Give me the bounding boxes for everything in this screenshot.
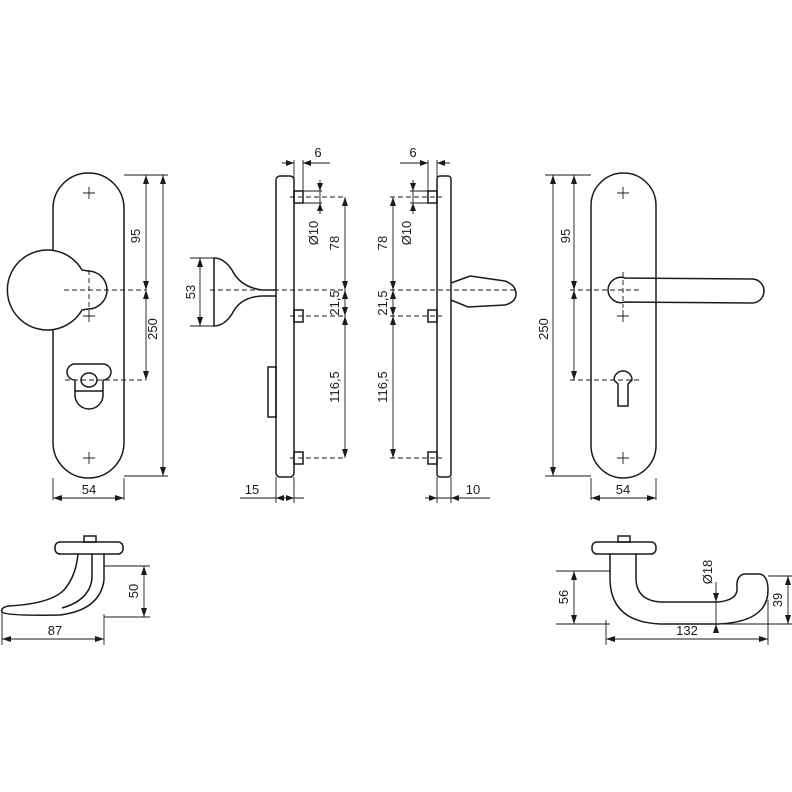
left-side-centerlines (210, 196, 345, 459)
lever-18-arrows (713, 593, 719, 633)
right-lever (607, 276, 765, 304)
knob-top-rosette (54, 541, 124, 555)
right-side-view: 6 Ø10 78 21,5 116,5 10 (375, 145, 517, 503)
right-side-lower-pin (427, 451, 438, 465)
right-side-21-5-label: 21,5 (375, 290, 390, 315)
right-side-dia-label: Ø10 (399, 221, 414, 246)
right-front-95-label: 95 (558, 229, 573, 243)
left-side-6-label: 6 (314, 145, 321, 160)
right-front-centerlines (570, 272, 640, 381)
right-cylinder-keyhole (613, 370, 633, 407)
left-cylinder-keyhole (66, 363, 112, 392)
right-front-extension-lines (545, 174, 657, 500)
left-bottom-screw (83, 452, 95, 464)
left-keyhole-lower (74, 380, 104, 410)
right-front-250-label: 250 (536, 318, 551, 340)
knob-top-view: 50 87 (0, 535, 150, 645)
left-side-dia-arrows (317, 183, 323, 211)
lever-132-dimension-line (605, 600, 769, 645)
left-side-6-arrows (286, 160, 311, 166)
right-side-dia-arrows (410, 183, 416, 211)
right-side-6-label: 6 (409, 145, 416, 160)
knob-top-outer-profile (0, 553, 105, 616)
left-side-latch-bracket (267, 366, 277, 418)
right-side-lever-profile (450, 275, 517, 308)
right-side-mid-pin (427, 309, 438, 323)
knob-top-spindle (83, 535, 97, 543)
lever-top-39-label: 39 (770, 593, 785, 607)
left-top-screw (83, 187, 95, 199)
lever-top-rosette (591, 541, 657, 555)
right-mid-screw (617, 310, 629, 322)
left-knob-centerline (64, 270, 146, 310)
left-side-21-5-label: 21,5 (327, 290, 342, 315)
lever-top-view: 56 Ø18 39 132 (556, 535, 792, 645)
right-top-screw (617, 187, 629, 199)
left-side-53-dimension-line (190, 257, 214, 327)
left-front-width-label: 54 (82, 482, 96, 497)
knob-top-inner-profile (61, 554, 93, 609)
left-side-116-5-label: 116,5 (327, 371, 342, 403)
right-side-116-5-label: 116,5 (375, 371, 390, 403)
left-side-6-dimension-line (282, 160, 330, 191)
left-side-78-label: 78 (327, 236, 342, 250)
lever-top-132-label: 132 (676, 623, 698, 638)
right-front-view: 54 95 250 (536, 172, 765, 501)
left-side-plate (275, 175, 295, 478)
left-front-95-label: 95 (128, 229, 143, 243)
right-escutcheon-plate (590, 172, 657, 479)
left-front-view: 54 95 250 (6, 172, 168, 501)
lever-top-profile (609, 554, 769, 625)
lever-top-56-label: 56 (556, 590, 571, 604)
knob-top-87-label: 87 (48, 623, 62, 638)
left-side-53-label: 53 (183, 285, 198, 299)
right-front-width-label: 54 (616, 482, 630, 497)
left-side-15-label: 15 (245, 482, 259, 497)
right-side-6-dimension-line (400, 160, 450, 191)
right-side-plate (436, 175, 452, 478)
left-side-knob-profile (213, 257, 276, 327)
knob-top-50-label: 50 (126, 584, 141, 598)
knob-87-dimension-line (1, 612, 105, 645)
left-side-dia-label: Ø10 (306, 221, 321, 246)
left-front-250-label: 250 (145, 318, 160, 340)
left-side-view: 6 Ø10 78 21,5 116,5 53 15 (183, 145, 348, 503)
right-side-78-label: 78 (375, 236, 390, 250)
lever-top-18-label: Ø18 (700, 560, 715, 585)
right-side-upper-pin (427, 190, 438, 204)
right-side-10-label: 10 (466, 482, 480, 497)
right-side-centerlines (390, 196, 515, 459)
lever-top-spindle (617, 535, 631, 543)
right-side-10-arrows (429, 495, 459, 501)
left-mid-screw (83, 310, 95, 322)
right-bottom-screw (617, 452, 629, 464)
right-side-6-arrows (420, 160, 445, 166)
left-side-15-arrows (276, 495, 294, 501)
